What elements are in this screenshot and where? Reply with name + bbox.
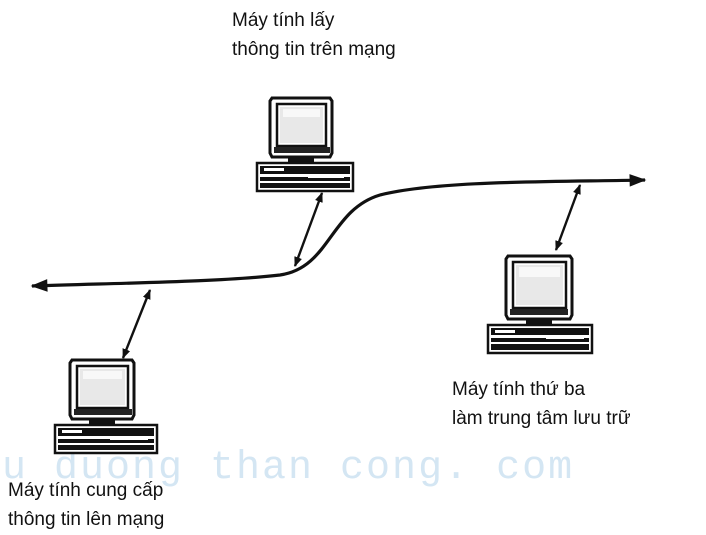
label-line: làm trung tâm lưu trữ (452, 408, 631, 429)
label-line: Máy tính thứ ba (452, 379, 586, 400)
network-backbone-line (30, 174, 647, 292)
label-line: Máy tính cung cấp (8, 480, 164, 501)
label-line: Máy tính lấy (232, 10, 335, 31)
label-retrieving-computer: Máy tính lấy thông tin trên mạng (232, 6, 396, 64)
label-line: thông tin lên mạng (8, 509, 165, 530)
desktop-computer-icon (486, 254, 594, 355)
label-storage-computer: Máy tính thứ ba làm trung tâm lưu trữ (452, 375, 631, 433)
connector-arrow-top (293, 192, 324, 267)
desktop-computer-icon (53, 358, 159, 455)
label-line: thông tin trên mạng (232, 39, 396, 60)
connector-arrow-right (554, 184, 582, 251)
connector-arrow-left (121, 289, 152, 359)
desktop-computer-icon (255, 96, 355, 193)
label-providing-computer: Máy tính cung cấp thông tin lên mạng (8, 476, 164, 534)
